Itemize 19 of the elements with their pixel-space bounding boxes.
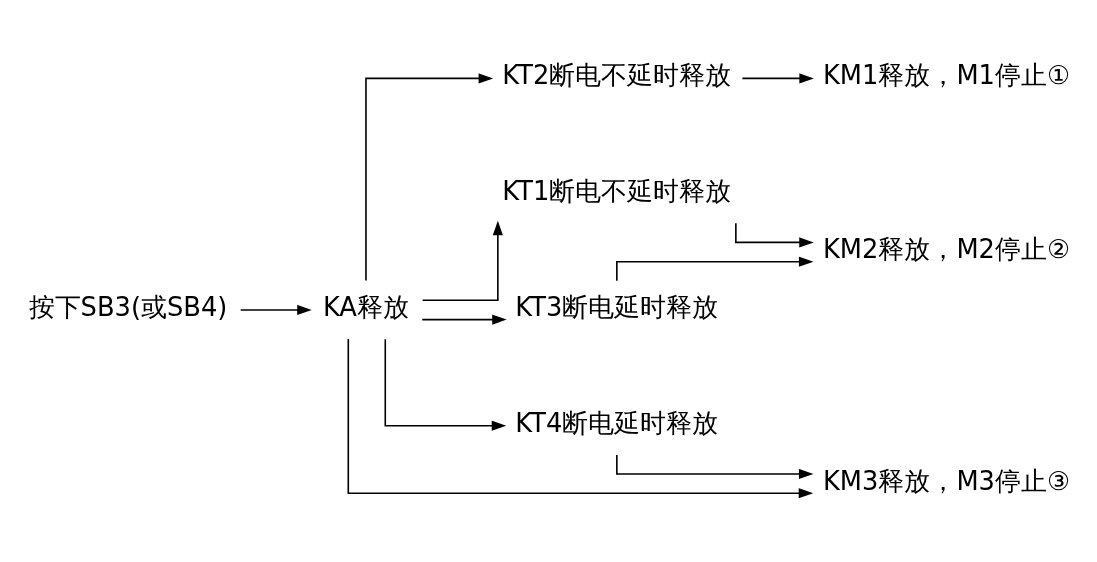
- arrow: [421, 220, 503, 302]
- node-text: KT4断电延时释放: [515, 407, 719, 438]
- arrow: [347, 338, 814, 499]
- arrow: [735, 222, 814, 248]
- node-text: KA释放: [322, 292, 409, 323]
- node-text: 按下SB3(或SB4): [28, 292, 228, 323]
- arrow: [616, 256, 814, 282]
- node-text: KM2释放，M2停止②: [822, 234, 1071, 265]
- arrow: [384, 338, 507, 431]
- arrow: [421, 314, 507, 325]
- arrow: [365, 73, 494, 282]
- arrow: [239, 304, 312, 316]
- node-text: KT3断电延时释放: [515, 292, 719, 323]
- arrow: [741, 73, 814, 84]
- node-text: KM1释放，M1停止①: [822, 60, 1071, 91]
- node-text: KT2断电不延时释放: [502, 60, 732, 91]
- arrow: [616, 454, 814, 480]
- node-text: KT1断电不延时释放: [502, 176, 732, 207]
- node-text: KM3释放，M3停止③: [822, 465, 1071, 496]
